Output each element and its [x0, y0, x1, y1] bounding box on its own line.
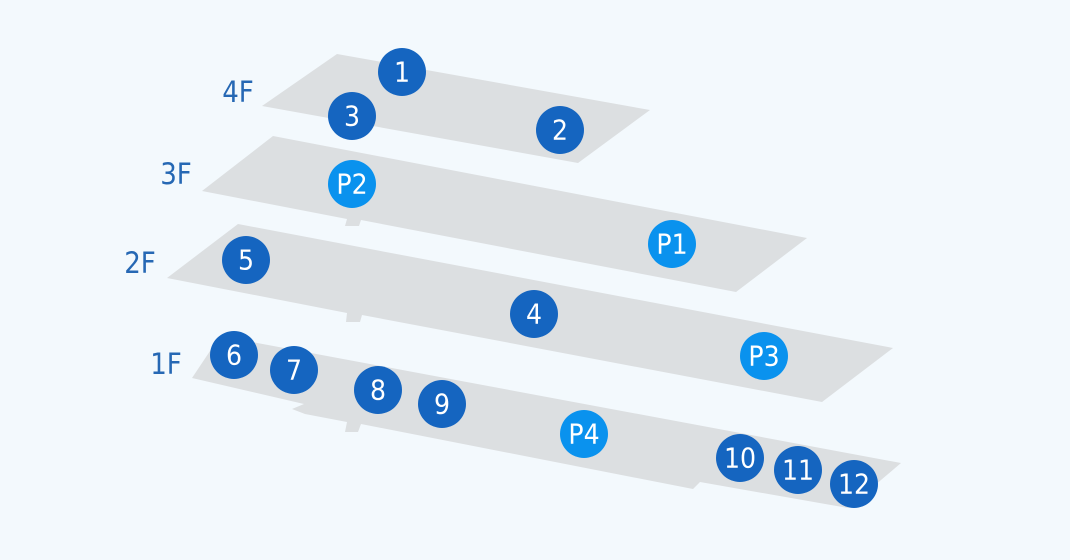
marker-12-label: 12 — [838, 468, 870, 501]
marker-6[interactable]: 6 — [210, 331, 258, 379]
marker-10-circle — [716, 434, 764, 482]
marker-7[interactable]: 7 — [270, 346, 318, 394]
marker-1-label: 1 — [394, 56, 410, 89]
marker-11-circle — [774, 446, 822, 494]
marker-8-circle — [354, 366, 402, 414]
marker-p3-label: P3 — [748, 340, 779, 373]
floor-label-4f: 4F — [222, 75, 254, 109]
markers: 1 2 3 P2 P1 5 4 P3 — [210, 48, 878, 508]
marker-5[interactable]: 5 — [222, 236, 270, 284]
marker-12-circle — [830, 460, 878, 508]
marker-9-label: 9 — [434, 388, 450, 421]
marker-p2-circle — [328, 160, 376, 208]
marker-p2-label: P2 — [336, 168, 367, 201]
marker-5-label: 5 — [238, 244, 254, 277]
marker-p1-circle — [648, 220, 696, 268]
floor-label-2f: 2F — [124, 246, 156, 280]
marker-2[interactable]: 2 — [536, 106, 584, 154]
marker-p2[interactable]: P2 — [328, 160, 376, 208]
marker-4[interactable]: 4 — [510, 290, 558, 338]
marker-1[interactable]: 1 — [378, 48, 426, 96]
floor-label-3f: 3F — [160, 157, 192, 191]
marker-6-circle — [210, 331, 258, 379]
marker-p1[interactable]: P1 — [648, 220, 696, 268]
marker-8-label: 8 — [370, 374, 386, 407]
marker-9-circle — [418, 380, 466, 428]
floor-labels: 4F 3F 2F 1F — [124, 75, 254, 381]
marker-5-circle — [222, 236, 270, 284]
marker-p4-circle — [560, 410, 608, 458]
marker-3-circle — [328, 92, 376, 140]
marker-7-label: 7 — [286, 354, 302, 387]
marker-11[interactable]: 11 — [774, 446, 822, 494]
marker-p1-label: P1 — [656, 228, 687, 261]
marker-2-circle — [536, 106, 584, 154]
marker-8[interactable]: 8 — [354, 366, 402, 414]
marker-6-label: 6 — [226, 339, 242, 372]
floor-slabs — [167, 54, 901, 508]
marker-10[interactable]: 10 — [716, 434, 764, 482]
marker-p3[interactable]: P3 — [740, 332, 788, 380]
marker-9[interactable]: 9 — [418, 380, 466, 428]
marker-2-label: 2 — [552, 114, 568, 147]
marker-3-label: 3 — [344, 100, 360, 133]
floor-label-1f: 1F — [150, 347, 182, 381]
marker-12[interactable]: 12 — [830, 460, 878, 508]
marker-1-circle — [378, 48, 426, 96]
marker-4-label: 4 — [526, 298, 542, 331]
marker-4-circle — [510, 290, 558, 338]
marker-7-circle — [270, 346, 318, 394]
marker-3[interactable]: 3 — [328, 92, 376, 140]
marker-p4[interactable]: P4 — [560, 410, 608, 458]
marker-p4-label: P4 — [568, 418, 599, 451]
marker-11-label: 11 — [782, 454, 814, 487]
marker-p3-circle — [740, 332, 788, 380]
marker-10-label: 10 — [724, 442, 756, 475]
